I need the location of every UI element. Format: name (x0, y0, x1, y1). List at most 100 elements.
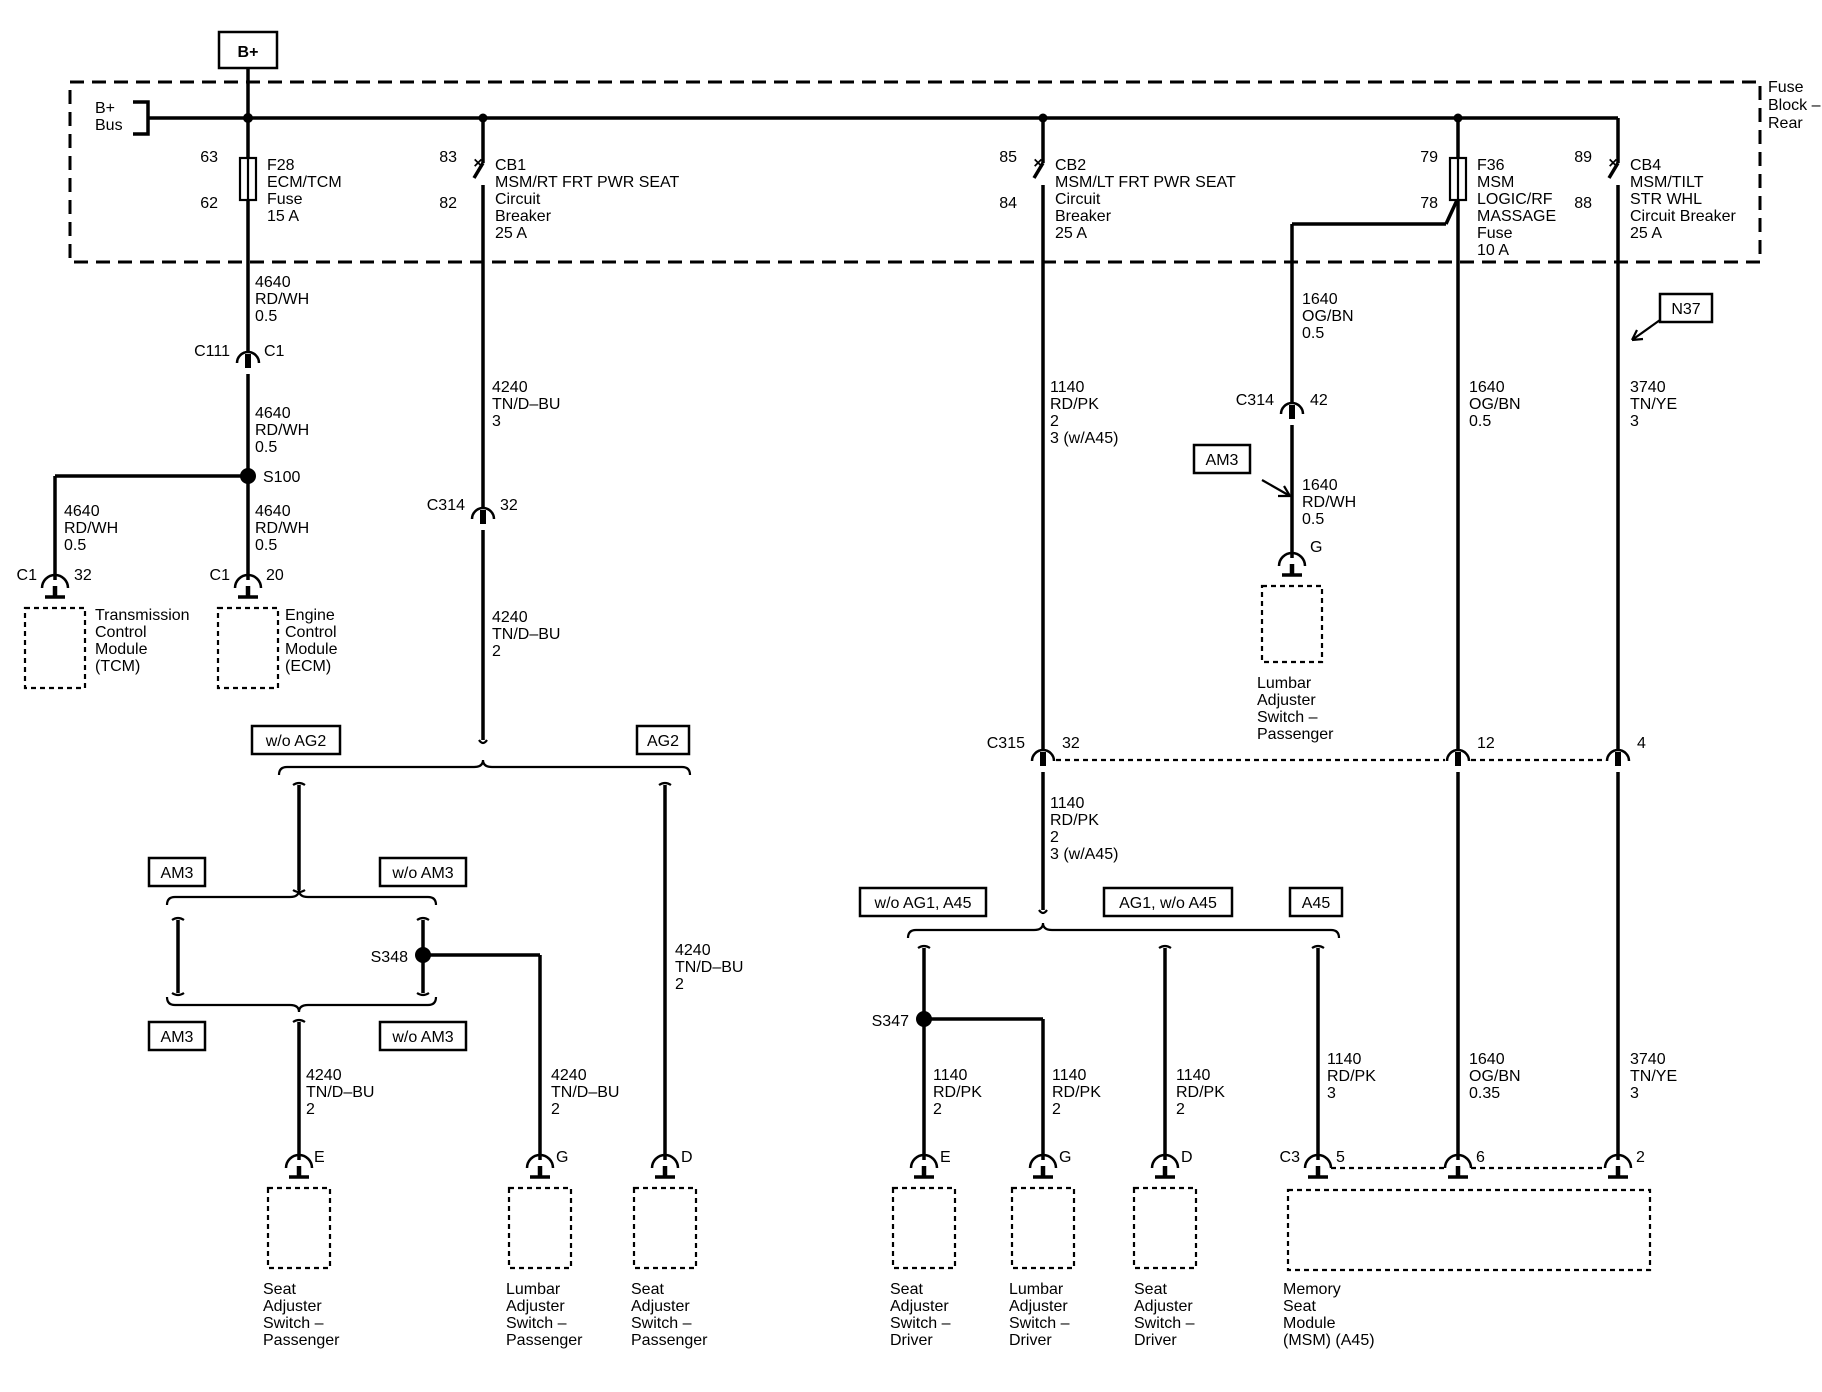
option-wo-am3-a: w/o AM3 (378, 856, 468, 888)
bus-bar (148, 68, 1618, 123)
b-plus-bus-label: B+Bus (95, 100, 123, 134)
svg-text:G: G (1059, 1149, 1071, 1166)
option-ag1-wo-a45: AG1, w/o A45 (1102, 886, 1234, 918)
svg-text:×: × (473, 155, 482, 172)
splice-s348-label: S348 (371, 949, 408, 966)
svg-text:w/o AM3: w/o AM3 (391, 1029, 453, 1046)
bus-bracket (133, 100, 150, 136)
svg-text:C314: C314 (1236, 392, 1274, 409)
option-wo-ag1-a45: w/o AG1, A45 (858, 886, 988, 918)
svg-text:62: 62 (200, 195, 218, 212)
svg-text:G: G (1310, 539, 1322, 556)
svg-text:E: E (314, 1149, 325, 1166)
svg-text:32: 32 (74, 567, 92, 584)
circuit-b-4240 (165, 118, 692, 1160)
svg-text:×: × (1033, 155, 1042, 172)
svg-text:N37: N37 (1671, 301, 1700, 318)
svg-text:6: 6 (1476, 1149, 1485, 1166)
option-wo-ag2: w/o AG2 (250, 724, 342, 756)
svg-text:C1: C1 (210, 567, 231, 584)
svg-text:w/o AG2: w/o AG2 (265, 733, 327, 750)
svg-text:79: 79 (1420, 149, 1438, 166)
svg-text:AM3: AM3 (161, 865, 194, 882)
svg-text:C111: C111 (194, 343, 230, 360)
svg-text:w/o AM3: w/o AM3 (391, 865, 453, 882)
fuse-block-outline (68, 80, 1762, 264)
svg-text:AM3: AM3 (1206, 452, 1239, 469)
svg-text:AM3: AM3 (161, 1029, 194, 1046)
svg-text:A45: A45 (1302, 895, 1331, 912)
svg-text:C315: C315 (987, 735, 1025, 752)
svg-text:32: 32 (1062, 735, 1080, 752)
svg-text:88: 88 (1574, 195, 1592, 212)
svg-text:32: 32 (500, 497, 518, 514)
svg-text:E: E (940, 1149, 951, 1166)
svg-text:84: 84 (999, 195, 1017, 212)
svg-text:C1: C1 (264, 343, 285, 360)
b-plus-source-label: B+ (238, 44, 259, 61)
svg-text:42: 42 (1310, 392, 1328, 409)
svg-text:2: 2 (1636, 1149, 1645, 1166)
arrow-am3 (1261, 479, 1292, 498)
svg-text:12: 12 (1477, 735, 1495, 752)
svg-text:85: 85 (999, 149, 1017, 166)
svg-text:83: 83 (439, 149, 457, 166)
connector-c314-b: C314 32 (427, 497, 518, 524)
svg-text:×: × (1608, 155, 1617, 172)
svg-text:5: 5 (1336, 1149, 1345, 1166)
svg-text:D: D (681, 1149, 693, 1166)
svg-text:C1: C1 (17, 567, 38, 584)
circuit-d-1640-lumbar (1290, 197, 1460, 558)
splice-s100-dot (240, 468, 256, 484)
svg-text:C3: C3 (1280, 1149, 1301, 1166)
option-am3-a: AM3 (147, 856, 207, 888)
circuit-f-3740 (1607, 118, 1620, 1160)
svg-text:82: 82 (439, 195, 457, 212)
svg-text:78: 78 (1420, 195, 1438, 212)
svg-text:C314: C314 (427, 497, 465, 514)
connector-c315: C315 32 12 4 (987, 735, 1646, 766)
svg-text:4: 4 (1637, 735, 1646, 752)
connector-c111: C111 C1 (194, 343, 285, 368)
svg-text:89: 89 (1574, 149, 1592, 166)
